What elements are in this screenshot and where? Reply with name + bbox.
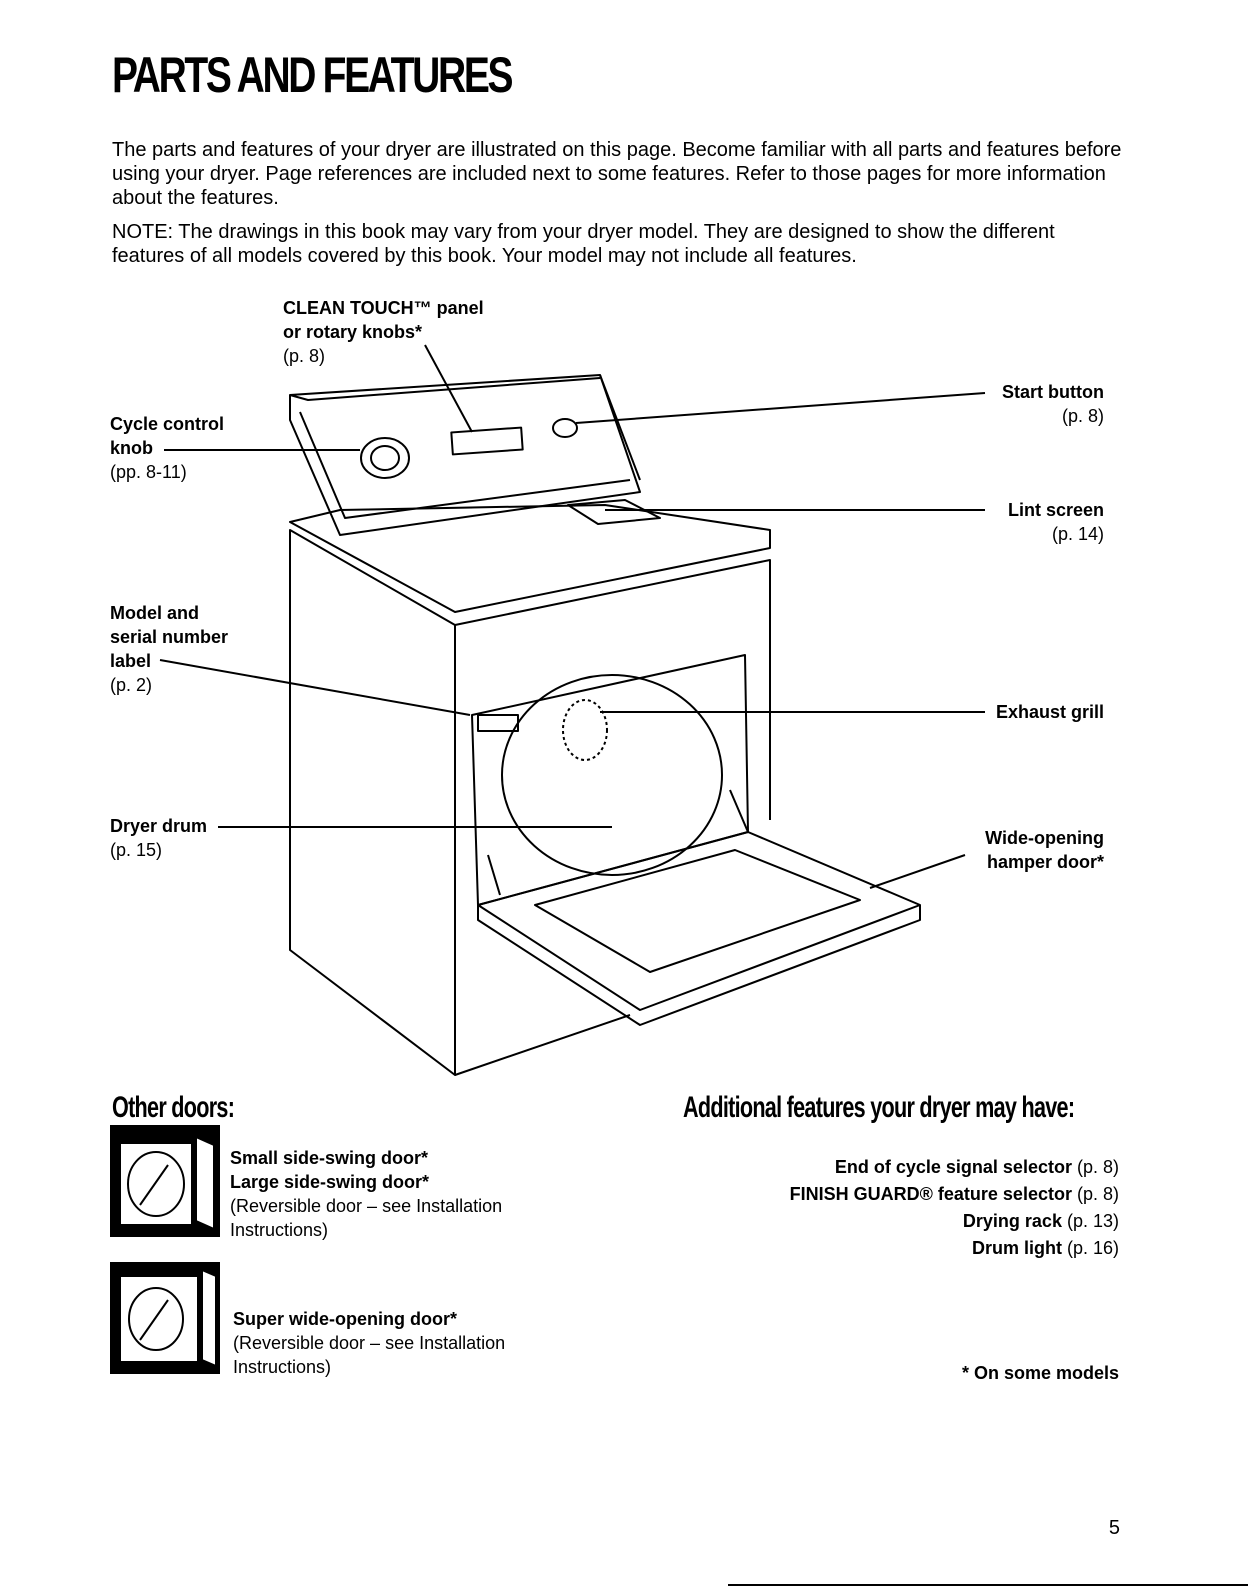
- additional-features-heading: Additional features your dryer may have:: [683, 1091, 1075, 1124]
- dryer-top: [289, 504, 771, 613]
- side-swing-door-icon: [110, 1125, 220, 1237]
- control-display: [450, 426, 524, 456]
- note-paragraph: NOTE: The drawings in this book may vary…: [112, 221, 1055, 267]
- callout-hamper-door: Wide-opening hamper door*: [985, 828, 1104, 872]
- dryer-cabinet-side: [289, 529, 456, 1076]
- drum-opening: [471, 654, 749, 906]
- hamper-door-drawing: [477, 831, 921, 1011]
- other-doors-heading: Other doors:: [112, 1091, 235, 1124]
- feature-item: Drum light (p. 16): [971, 1238, 1119, 1258]
- super-wide-door-text: Super wide-opening door* (Reversible doo…: [233, 1309, 506, 1377]
- footnote: * On some models: [961, 1363, 1119, 1383]
- start-button-drawing: [552, 418, 578, 438]
- super-wide-opening-door-icon: [110, 1262, 220, 1374]
- callout-clean-touch: CLEAN TOUCH™ panel or rotary knobs* (p. …: [283, 298, 484, 366]
- control-console: [289, 374, 641, 536]
- side-swing-door-text: Small side-swing door* Large side-swing …: [230, 1148, 503, 1240]
- cycle-knob-drawing: [360, 437, 410, 479]
- callout-lint-screen: Lint screen (p. 14): [1007, 500, 1104, 544]
- dryer-drum-drawing: [501, 674, 723, 876]
- intro-paragraph: The parts and features of your dryer are…: [112, 139, 1122, 209]
- callout-start-button: Start button (p. 8): [1002, 382, 1104, 426]
- page-number: 5: [1108, 1517, 1120, 1539]
- footer-rule: [728, 1584, 1248, 1586]
- dryer-cabinet-front: [454, 559, 771, 820]
- page-title: PARTS AND FEATURES: [112, 47, 514, 103]
- model-label-drawing: [477, 714, 519, 732]
- feature-item: End of cycle signal selector (p. 8): [834, 1157, 1119, 1177]
- callout-cycle-control: Cycle control knob (pp. 8-11): [110, 414, 225, 482]
- callout-exhaust-grill: Exhaust grill: [995, 702, 1104, 722]
- feature-item: Drying rack (p. 13): [962, 1211, 1119, 1231]
- lint-screen-drawing: [567, 499, 661, 525]
- callout-dryer-drum: Dryer drum (p. 15): [110, 816, 208, 860]
- callout-model-serial: Model and serial number label (p. 2): [110, 603, 229, 695]
- additional-features-list: End of cycle signal selector (p. 8) FINI…: [639, 1154, 1119, 1262]
- feature-item: FINISH GUARD® feature selector (p. 8): [789, 1184, 1119, 1204]
